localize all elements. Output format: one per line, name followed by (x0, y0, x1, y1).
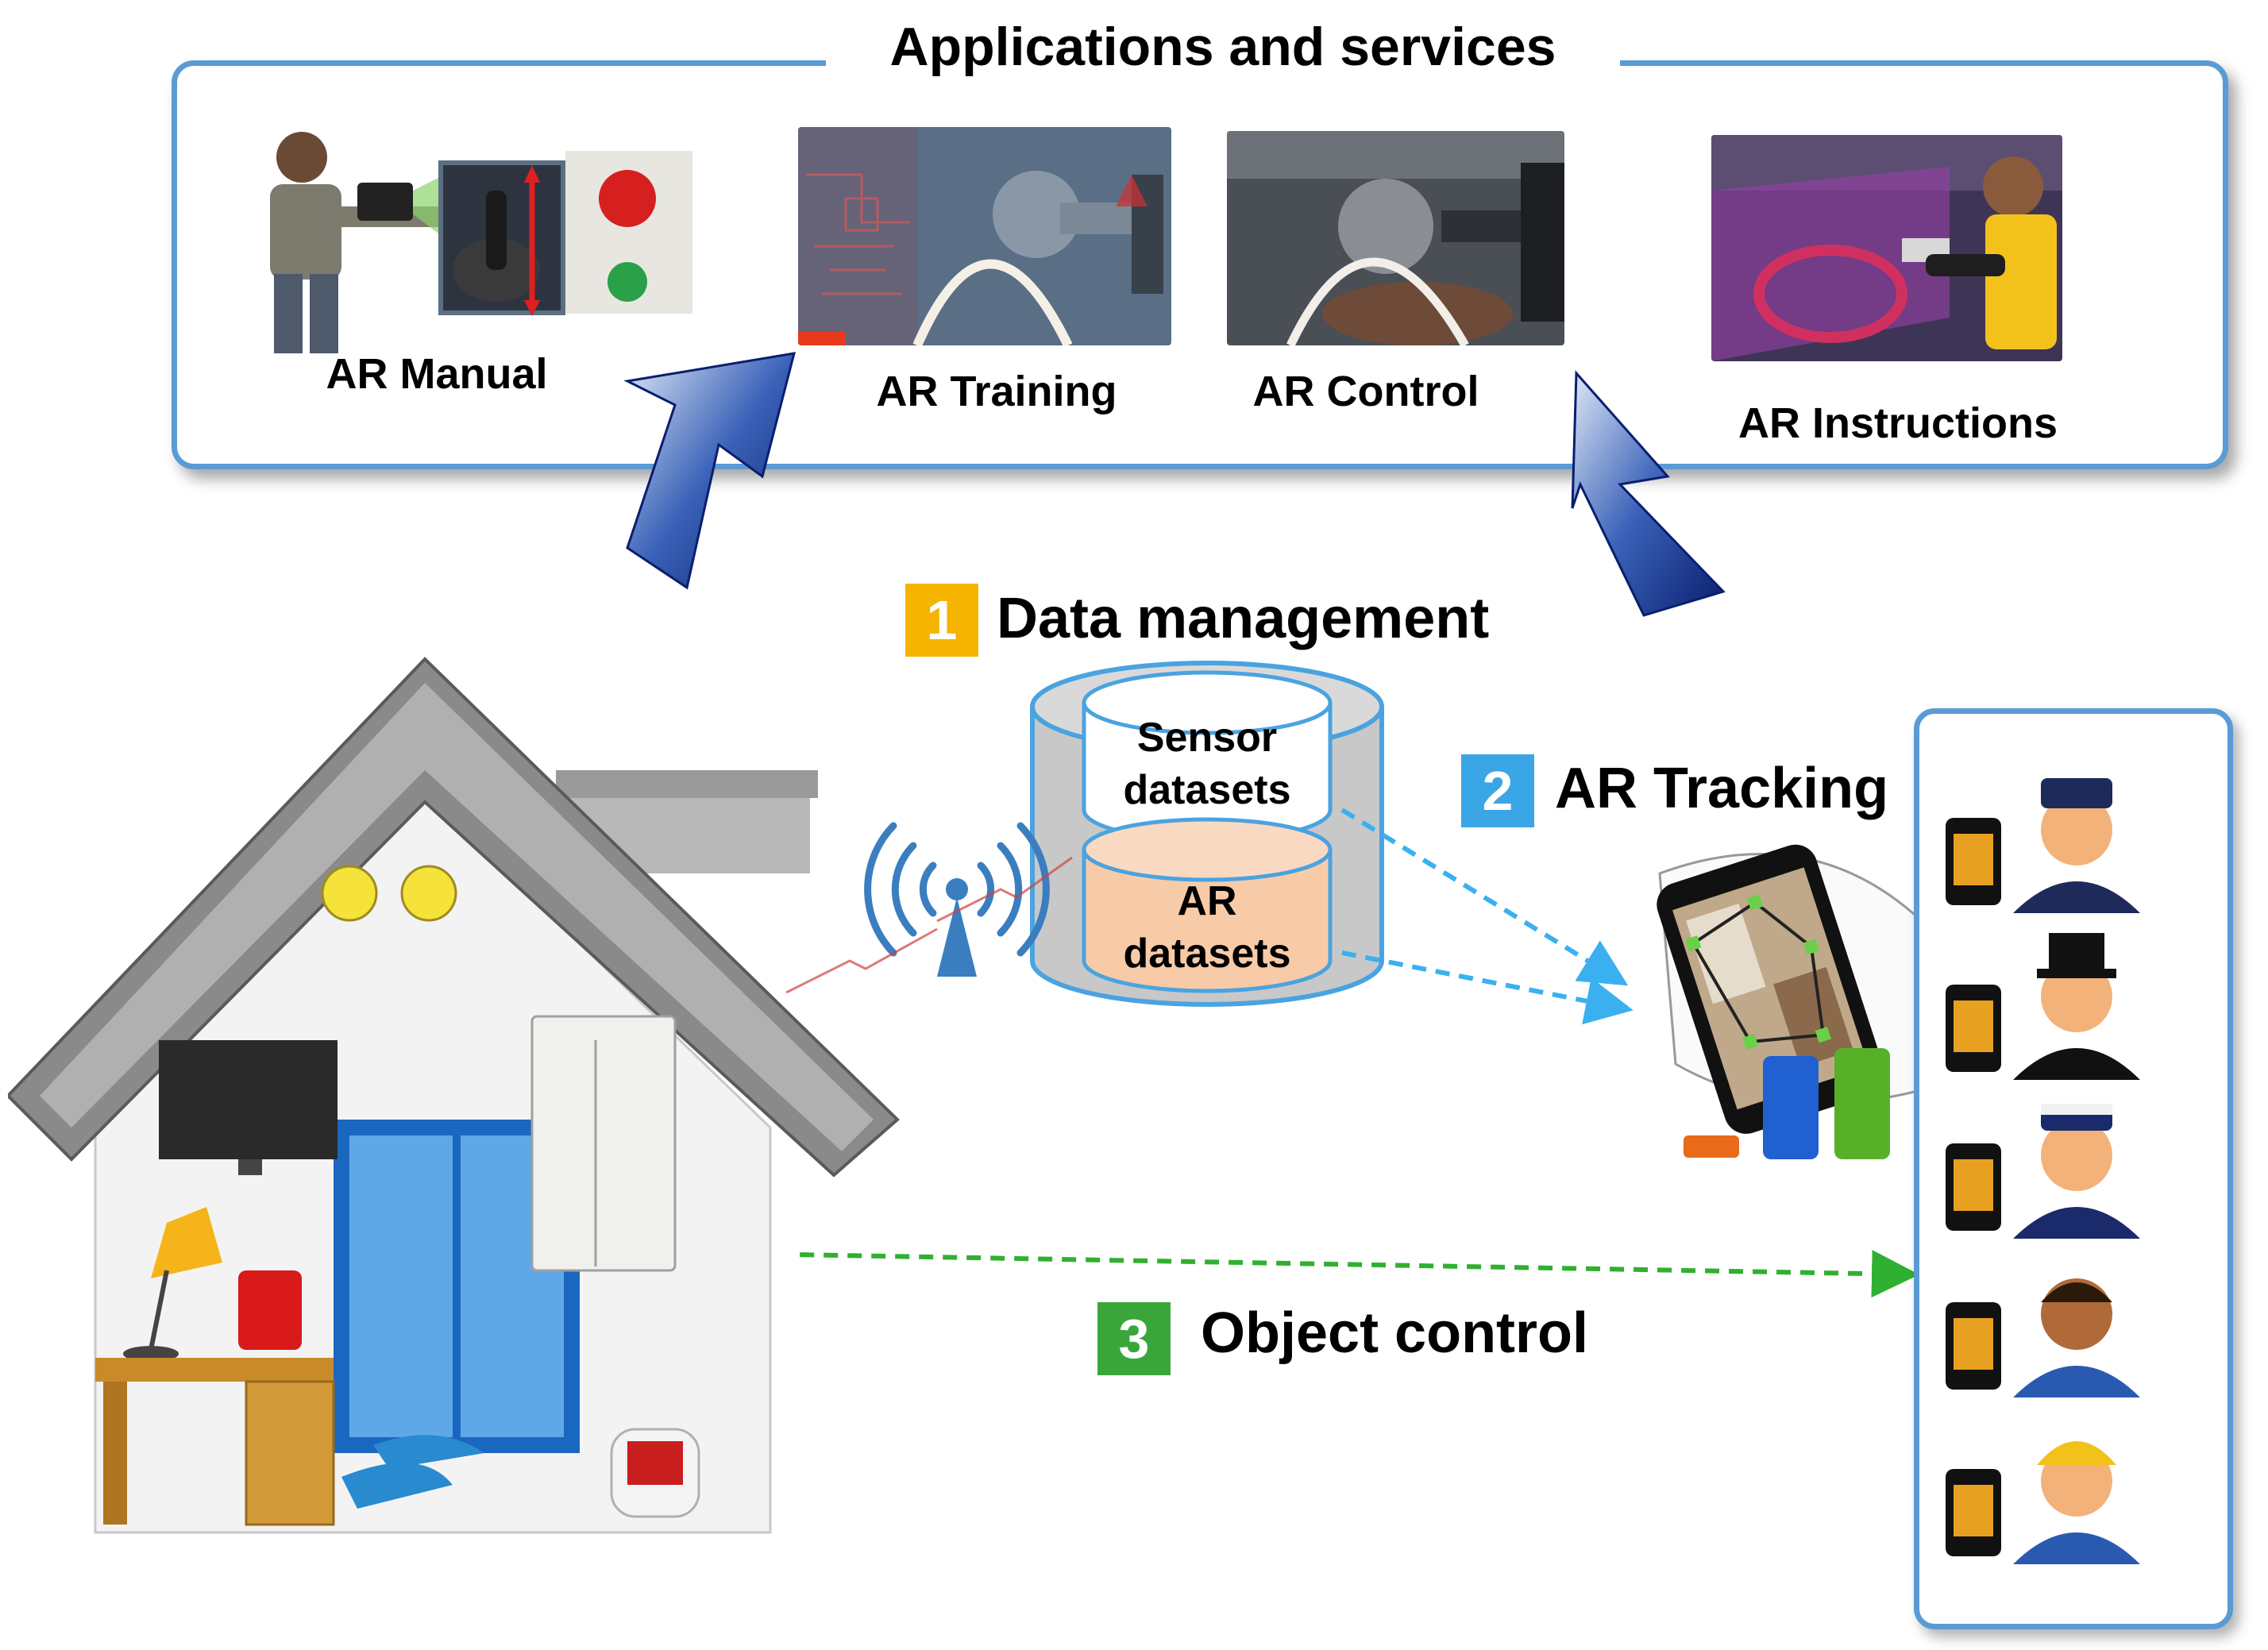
app-label-ar-instructions: AR Instructions (1738, 399, 2058, 447)
database-icon (1030, 661, 1384, 1007)
step-2-badge: 2 (1461, 754, 1534, 827)
app-label-ar-control: AR Control (1252, 368, 1479, 415)
ar-instructions-image (1711, 135, 2062, 361)
arrow-up-right (1571, 370, 1726, 617)
panel-title: Applications and services (826, 16, 1620, 78)
ar-manual-image (270, 132, 692, 353)
smart-home-house (8, 657, 900, 1534)
businessman-user-icon (1946, 1278, 2140, 1397)
sensor-datasets-label: Sensor datasets (1123, 715, 1291, 813)
wireless-antenna-icon (864, 822, 1050, 977)
ar-control-image (1227, 131, 1564, 345)
gentleman-user-icon (1946, 933, 2140, 1080)
ar-datasets-label: AR datasets (1123, 878, 1291, 977)
officer-user-icon (1946, 778, 2140, 913)
ar-training-image (798, 127, 1171, 345)
step-1-label: Data management (997, 587, 1490, 650)
step-3-label: Object control (1201, 1301, 1589, 1365)
step-2-label: AR Tracking (1555, 757, 1889, 820)
users-list (1946, 778, 2140, 1564)
app-label-ar-training: AR Training (876, 368, 1117, 415)
wireless-signal-lines (785, 856, 1073, 994)
ar-tracking-phone (1657, 844, 1931, 1159)
app-label-ar-manual: AR Manual (326, 350, 548, 398)
step-1-badge: 1 (905, 584, 978, 657)
step-3-badge: 3 (1097, 1302, 1171, 1375)
worker-user-icon (1946, 1441, 2140, 1564)
captain-user-icon (1946, 1104, 2140, 1239)
arrow-up-left (623, 352, 796, 590)
